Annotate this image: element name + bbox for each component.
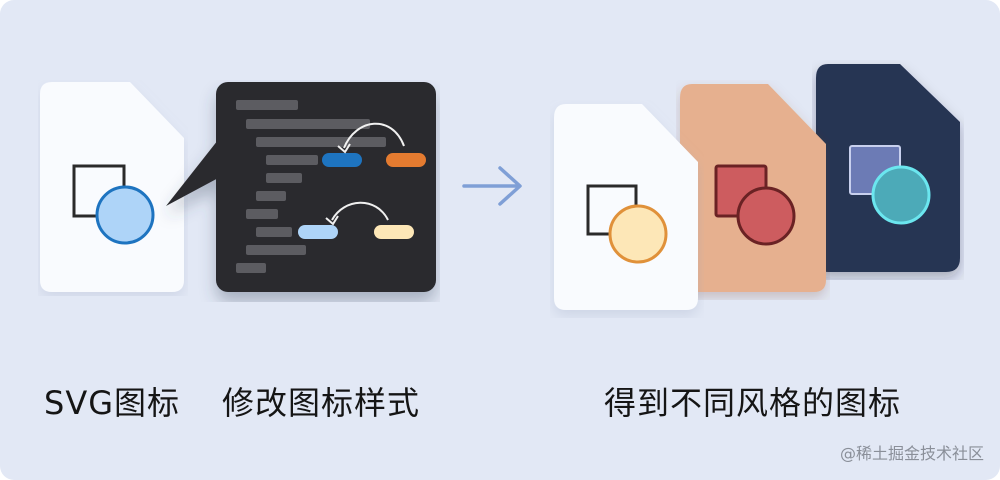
- curved-arrow-icon: [331, 201, 389, 221]
- circle-shape: [608, 204, 668, 264]
- watermark: @稀土掘金技术社区: [839, 444, 984, 463]
- curved-arrow-icon: [343, 122, 405, 149]
- caption-modify-style: 修改图标样式: [222, 384, 421, 422]
- circle-shape: [736, 186, 796, 246]
- code-editor-icon: [166, 82, 436, 292]
- navy-style-file-icon: [816, 64, 960, 272]
- cream-style-file-icon: [554, 104, 698, 310]
- code-lines: [236, 100, 386, 273]
- orange-token: [386, 153, 426, 167]
- light-blue-token: [298, 225, 338, 239]
- circle-shape: [871, 165, 931, 225]
- caption-result: 得到不同风格的图标: [604, 384, 902, 422]
- peach-style-file-icon: [680, 84, 826, 292]
- blue-token: [322, 153, 362, 167]
- cream-token: [374, 225, 414, 239]
- caption-svg-icon: SVG图标: [44, 384, 181, 422]
- arrow-right-icon: [462, 166, 522, 206]
- circle-shape: [95, 185, 155, 245]
- source-file-icon: [40, 82, 184, 292]
